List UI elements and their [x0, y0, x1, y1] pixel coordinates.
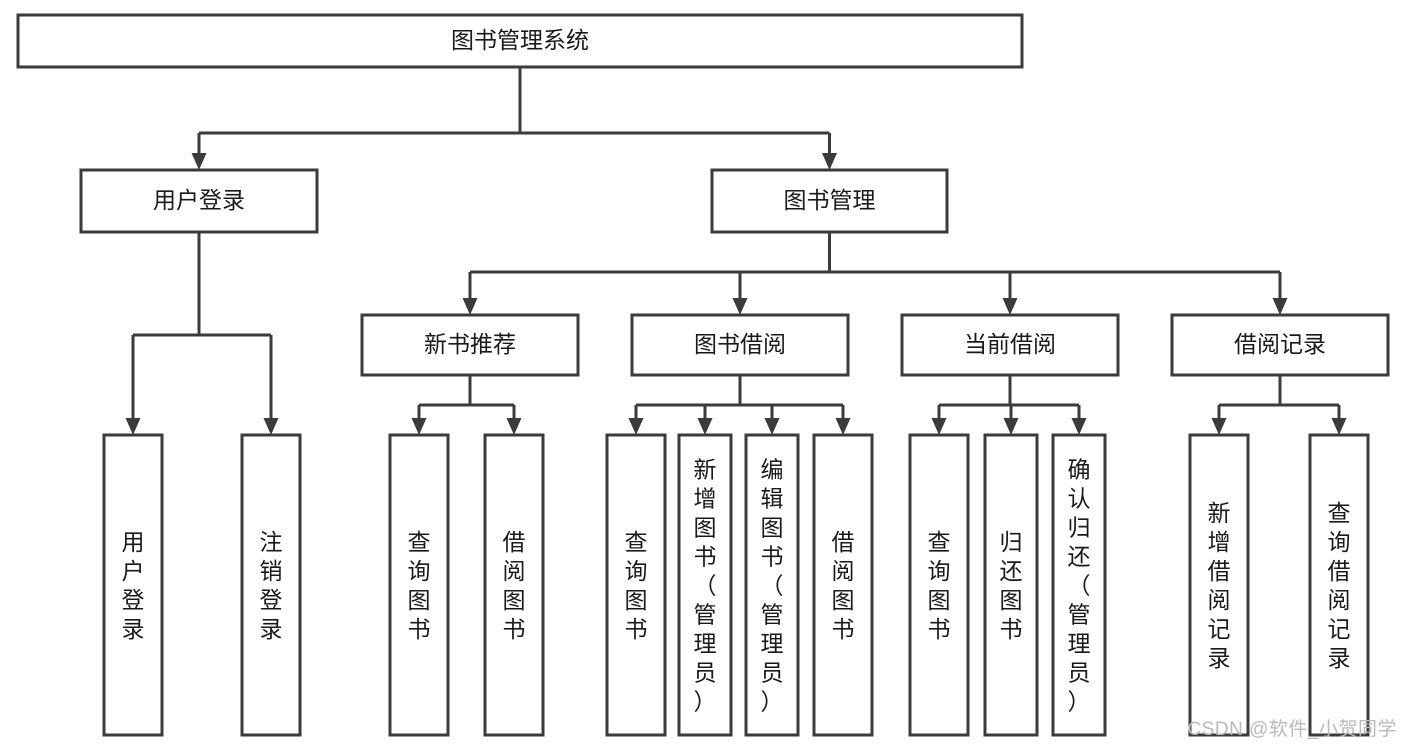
- node-label-l3_new: 新书推荐: [424, 331, 516, 357]
- node-box-u2: [240, 433, 302, 737]
- arrow-head-4-3: [835, 418, 851, 435]
- arrow-head-2-0: [462, 298, 478, 315]
- node-box-n2: [483, 433, 545, 737]
- node-b3[interactable]: 编辑图书（管理员）: [744, 433, 800, 737]
- node-label-b2: 新增图书（管理员）: [694, 457, 717, 715]
- node-label-l2_user: 用户登录: [153, 187, 245, 213]
- node-box-l3_new: [360, 313, 580, 377]
- arrow-head-4-2: [764, 418, 780, 435]
- node-label-root: 图书管理系统: [451, 27, 589, 53]
- node-label-l3_record: 借阅记录: [1234, 331, 1326, 357]
- arrow-head-6-1: [1331, 418, 1347, 435]
- node-box-r2: [1308, 433, 1370, 737]
- node-label-r1: 新增借阅记录: [1208, 500, 1231, 671]
- node-box-l2_book: [710, 168, 949, 234]
- arrow-head-5-2: [1071, 418, 1087, 435]
- arrow-head-4-0: [628, 418, 644, 435]
- node-l2_user[interactable]: 用户登录: [79, 168, 319, 234]
- node-box-l3_borrow: [630, 313, 850, 377]
- arrow-head-2-1: [732, 298, 748, 315]
- node-box-b3: [744, 433, 800, 737]
- node-box-l2_user: [79, 168, 319, 234]
- node-box-c1: [908, 433, 970, 737]
- node-c2[interactable]: 归还图书: [983, 433, 1039, 737]
- node-label-u2: 注销登录: [260, 529, 283, 642]
- node-box-r1: [1188, 433, 1250, 737]
- node-layer: 图书管理系统用户登录图书管理新书推荐图书借阅当前借阅借阅记录用户登录注销登录查询…: [16, 13, 1390, 737]
- node-l3_current[interactable]: 当前借阅: [900, 313, 1120, 377]
- node-n2[interactable]: 借阅图书: [483, 433, 545, 737]
- arrow-head-4-1: [697, 418, 713, 435]
- node-root[interactable]: 图书管理系统: [16, 13, 1024, 69]
- node-box-b2: [677, 433, 733, 737]
- node-box-n1: [388, 433, 450, 737]
- node-l3_record[interactable]: 借阅记录: [1170, 313, 1390, 377]
- arrow-head-5-1: [1003, 418, 1019, 435]
- node-box-c3: [1051, 433, 1107, 737]
- node-box-l3_record: [1170, 313, 1390, 377]
- node-r2[interactable]: 查询借阅记录: [1308, 433, 1370, 737]
- arrow-head-0-0: [191, 153, 207, 170]
- arrow-head-0-1: [822, 153, 837, 170]
- node-label-b4: 借阅图书: [832, 529, 855, 642]
- arrow-head-2-3: [1272, 298, 1288, 315]
- node-label-u1: 用户登录: [122, 529, 145, 642]
- node-label-c1: 查询图书: [928, 529, 951, 642]
- node-label-n2: 借阅图书: [503, 529, 526, 642]
- node-label-r2: 查询借阅记录: [1328, 500, 1351, 671]
- arrow-head-5-0: [931, 418, 947, 435]
- node-label-b3: 编辑图书（管理员）: [761, 457, 784, 715]
- node-box-u1: [102, 433, 164, 737]
- arrow-head-6-0: [1211, 418, 1227, 435]
- node-box-root: [16, 13, 1024, 69]
- node-label-l3_current: 当前借阅: [964, 331, 1056, 357]
- node-label-l2_book: 图书管理: [784, 187, 876, 213]
- node-box-l3_current: [900, 313, 1120, 377]
- node-label-b1: 查询图书: [625, 529, 648, 642]
- node-l3_new[interactable]: 新书推荐: [360, 313, 580, 377]
- node-box-b1: [605, 433, 667, 737]
- node-u2[interactable]: 注销登录: [240, 433, 302, 737]
- node-l3_borrow[interactable]: 图书借阅: [630, 313, 850, 377]
- node-b2[interactable]: 新增图书（管理员）: [677, 433, 733, 737]
- arrow-head-3-1: [506, 418, 522, 435]
- node-n1[interactable]: 查询图书: [388, 433, 450, 737]
- node-box-b4: [812, 433, 874, 737]
- node-label-c3: 确认归还（管理员）: [1068, 457, 1091, 715]
- node-u1[interactable]: 用户登录: [102, 433, 164, 737]
- node-b1[interactable]: 查询图书: [605, 433, 667, 737]
- node-l2_book[interactable]: 图书管理: [710, 168, 949, 234]
- arrow-head-3-0: [411, 418, 427, 435]
- node-label-n1: 查询图书: [408, 529, 431, 642]
- arrow-head-1-1: [263, 418, 279, 435]
- node-label-l3_borrow: 图书借阅: [694, 331, 786, 357]
- arrow-head-2-2: [1002, 298, 1018, 315]
- node-box-c2: [983, 433, 1039, 737]
- arrow-head-1-0: [125, 418, 141, 435]
- node-r1[interactable]: 新增借阅记录: [1188, 433, 1250, 737]
- node-b4[interactable]: 借阅图书: [812, 433, 874, 737]
- node-c1[interactable]: 查询图书: [908, 433, 970, 737]
- node-c3[interactable]: 确认归还（管理员）: [1051, 433, 1107, 737]
- node-label-c2: 归还图书: [1000, 529, 1023, 642]
- connector-layer: [125, 67, 1347, 435]
